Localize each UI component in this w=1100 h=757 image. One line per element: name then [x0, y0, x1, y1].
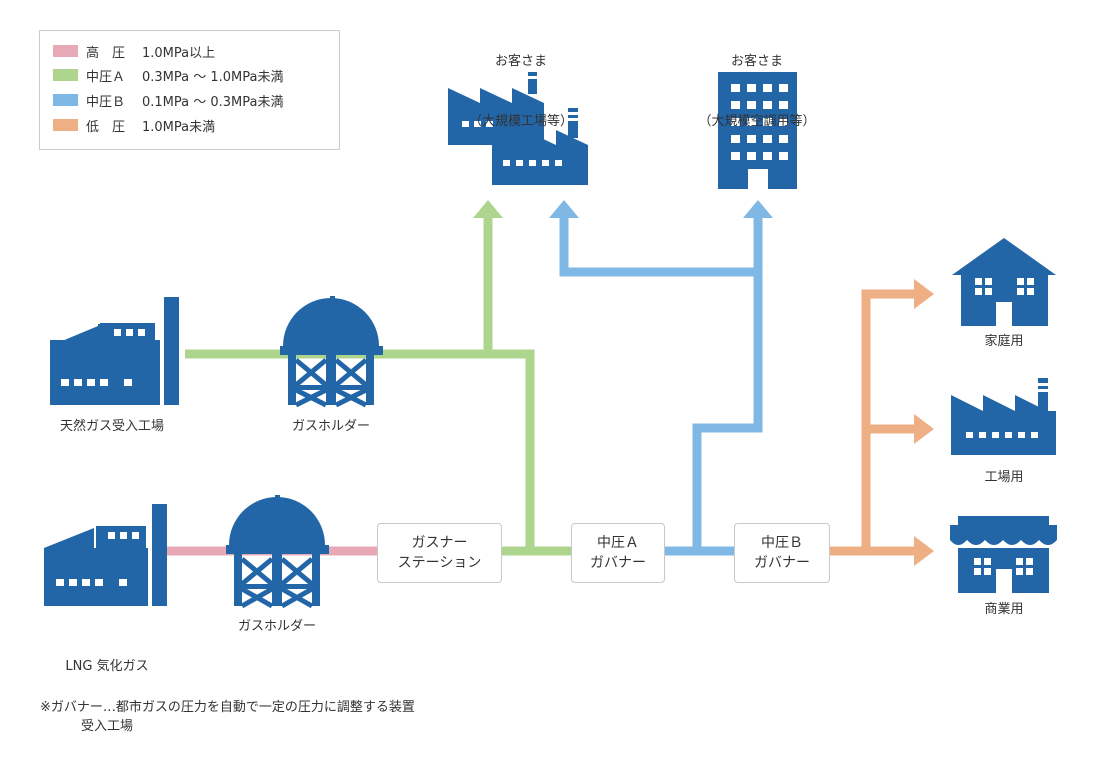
gas-holder-bottom-label: ガスホルダー [237, 619, 317, 634]
legend-item-range: 0.3MPa 〜 1.0MPa未満 [142, 69, 284, 85]
customer-building-line1: お客さま [730, 54, 784, 69]
legend-swatch [53, 119, 78, 131]
gas-holder-top-label: ガスホルダー [291, 419, 371, 434]
arrow-up-icon [473, 200, 503, 218]
legend-item-range: 0.1MPa 〜 0.3MPa未満 [142, 94, 284, 110]
shop-icon [950, 516, 1057, 593]
arrow-up-icon [549, 200, 579, 218]
gas-station-box: ガスナー ステーション [377, 523, 502, 583]
arrow-right-icon [914, 414, 934, 444]
low-pressure-pipe-branch [861, 289, 917, 551]
lng-plant-line2: 受入工場 [80, 719, 133, 734]
arrow-right-icon [914, 536, 934, 566]
industry-label: 工場用 [984, 470, 1024, 485]
house-icon [952, 238, 1056, 326]
customer-building-line2: （大規模空調用等） [698, 114, 816, 129]
customer-factory-line1: お客さま [494, 54, 548, 69]
legend-item-medium-a: 中圧Ａ 0.3MPa 〜 1.0MPa未満 [53, 65, 284, 85]
legend-item-medium-b: 中圧Ｂ 0.1MPa 〜 0.3MPa未満 [53, 90, 284, 110]
lng-plant-icon [44, 504, 167, 606]
governor-b-line2: ガバナー [754, 555, 810, 571]
governor-a-line2: ガバナー [590, 555, 646, 571]
office-building-icon [718, 72, 797, 189]
legend-item-name: 中圧Ａ [86, 69, 126, 85]
gas-station-line2: ステーション [397, 555, 482, 571]
lng-plant-line1: LNG 気化ガス [65, 659, 149, 674]
legend-swatch [53, 94, 78, 106]
gas-supply-diagram [44, 72, 1057, 609]
commercial-label: 商業用 [984, 602, 1024, 617]
governor-a-box: 中圧Ａ ガバナー [571, 523, 665, 583]
governor-a-line1: 中圧Ａ [597, 535, 639, 551]
legend-item-name: 高 圧 [86, 45, 126, 61]
legend-item-name: 中圧Ｂ [86, 94, 126, 110]
customer-factory-label: お客さま （大規模工場等） [469, 12, 573, 152]
legend-swatch [53, 69, 78, 81]
arrows [473, 200, 934, 566]
natural-gas-plant-label: 天然ガス受入工場 [59, 419, 165, 434]
gas-holder-icon [226, 495, 329, 609]
footnote: ※ガバナー…都市ガスの圧力を自動で一定の圧力に調整する装置 [40, 700, 415, 715]
legend-item-range: 1.0MPa以上 [142, 45, 216, 61]
arrow-right-icon [914, 279, 934, 309]
home-label: 家庭用 [984, 334, 1024, 349]
small-factory-icon [951, 378, 1056, 455]
lng-plant-label: LNG 気化ガス 受入工場 [65, 617, 148, 757]
governor-b-line1: 中圧Ｂ [761, 535, 803, 551]
governor-b-box: 中圧Ｂ ガバナー [734, 523, 830, 583]
gas-station-line1: ガスナー [411, 535, 468, 551]
natural-gas-plant-icon [50, 297, 179, 405]
large-factory-icon [448, 72, 588, 185]
medium-b-pipe-to-factory [559, 215, 758, 277]
legend-item-low: 低 圧 1.0MPa未満 [53, 115, 215, 135]
customer-factory-line2: （大規模工場等） [468, 114, 574, 129]
medium-b-pipe-riser [692, 215, 763, 551]
legend: 高 圧 1.0MPa以上 中圧Ａ 0.3MPa 〜 1.0MPa未満 中圧Ｂ 0… [39, 30, 340, 150]
legend-item-high: 高 圧 1.0MPa以上 [53, 41, 215, 61]
customer-building-label: お客さま （大規模空調用等） [698, 12, 815, 152]
legend-item-range: 1.0MPa未満 [142, 119, 216, 135]
legend-item-name: 低 圧 [86, 119, 126, 135]
legend-swatch [53, 45, 78, 57]
arrow-up-icon [743, 200, 773, 218]
gas-holder-icon [280, 296, 383, 408]
